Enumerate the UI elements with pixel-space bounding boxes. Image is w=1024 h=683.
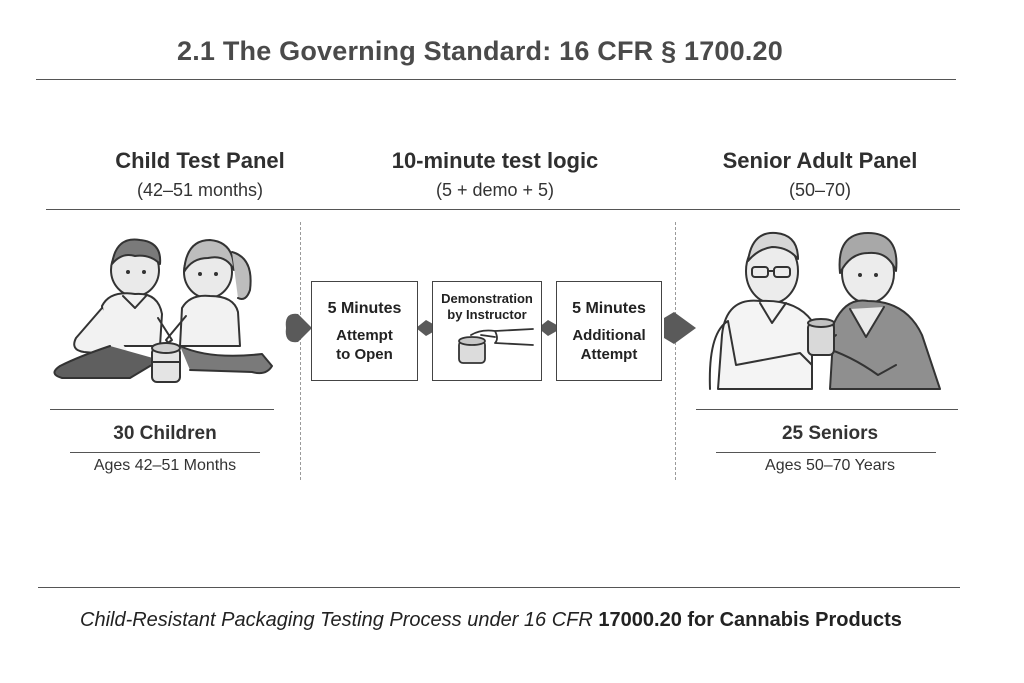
child-count: 30 Children — [113, 423, 217, 444]
step-3-label: Additional Attempt — [572, 327, 646, 363]
step-1-duration: 5 Minutes — [327, 300, 402, 317]
child-ages-block: Ages 42–51 Months — [50, 457, 280, 475]
arrow-to-step-2 — [416, 320, 440, 336]
arrow-to-step-1 — [285, 313, 312, 343]
test-logic-subheading: (5 + demo + 5) — [435, 180, 555, 200]
child-ages: Ages 42–51 Months — [93, 457, 237, 474]
senior-ages-block: Ages 50–70 Years — [700, 457, 960, 475]
page-title: 2.1 The Governing Standard: 16 CFR § 170… — [176, 36, 783, 66]
child-stat-divider-top — [50, 409, 274, 410]
footer-divider — [38, 587, 960, 588]
demonstration-hand-icon — [458, 328, 534, 364]
step-3-duration: 5 Minutes — [572, 300, 646, 317]
column-separator-left — [300, 222, 301, 480]
arrow-to-seniors — [664, 312, 696, 344]
senior-panel-header: Senior Adult Panel (50–70) — [680, 148, 960, 201]
test-logic-heading: 10-minute test logic — [391, 148, 599, 173]
arrow-to-step-3 — [538, 320, 562, 336]
footer-caption-part-1: Child-Resistant Packaging Testing Proces… — [80, 609, 599, 631]
step-2-label: Demonstration by Instructor — [441, 291, 533, 322]
senior-panel-subheading: (50–70) — [788, 180, 852, 200]
step-attempt-box: 5 Minutes Attempt to Open — [311, 281, 418, 381]
child-stat-divider — [70, 452, 260, 453]
children-illustration — [53, 238, 273, 383]
senior-count: 25 Seniors — [781, 423, 879, 444]
child-count-block: 30 Children — [50, 423, 280, 445]
child-panel-heading: Child Test Panel — [115, 148, 285, 173]
senior-panel-heading: Senior Adult Panel — [722, 148, 918, 173]
senior-stat-divider-top — [696, 409, 958, 410]
senior-ages: Ages 50–70 Years — [765, 457, 895, 474]
title-divider — [36, 79, 956, 80]
child-panel-header: Child Test Panel (42–51 months) — [60, 148, 340, 201]
column-separator-right — [675, 222, 676, 480]
senior-count-block: 25 Seniors — [700, 423, 960, 445]
test-logic-header: 10-minute test logic (5 + demo + 5) — [330, 148, 660, 201]
child-panel-subheading: (42–51 months) — [136, 180, 264, 200]
footer-caption: Child-Resistant Packaging Testing Proces… — [80, 609, 902, 632]
header-divider — [46, 209, 960, 210]
step-additional-attempt-box: 5 Minutes Additional Attempt — [556, 281, 662, 381]
seniors-illustration — [708, 231, 941, 390]
footer-caption-part-2: 17000.20 for Cannabis Products — [598, 609, 902, 631]
step-demonstration-box: Demonstration by Instructor — [432, 281, 542, 381]
senior-stat-divider — [716, 452, 936, 453]
flow-arrows — [285, 312, 696, 344]
step-1-label: Attempt to Open — [336, 327, 393, 363]
